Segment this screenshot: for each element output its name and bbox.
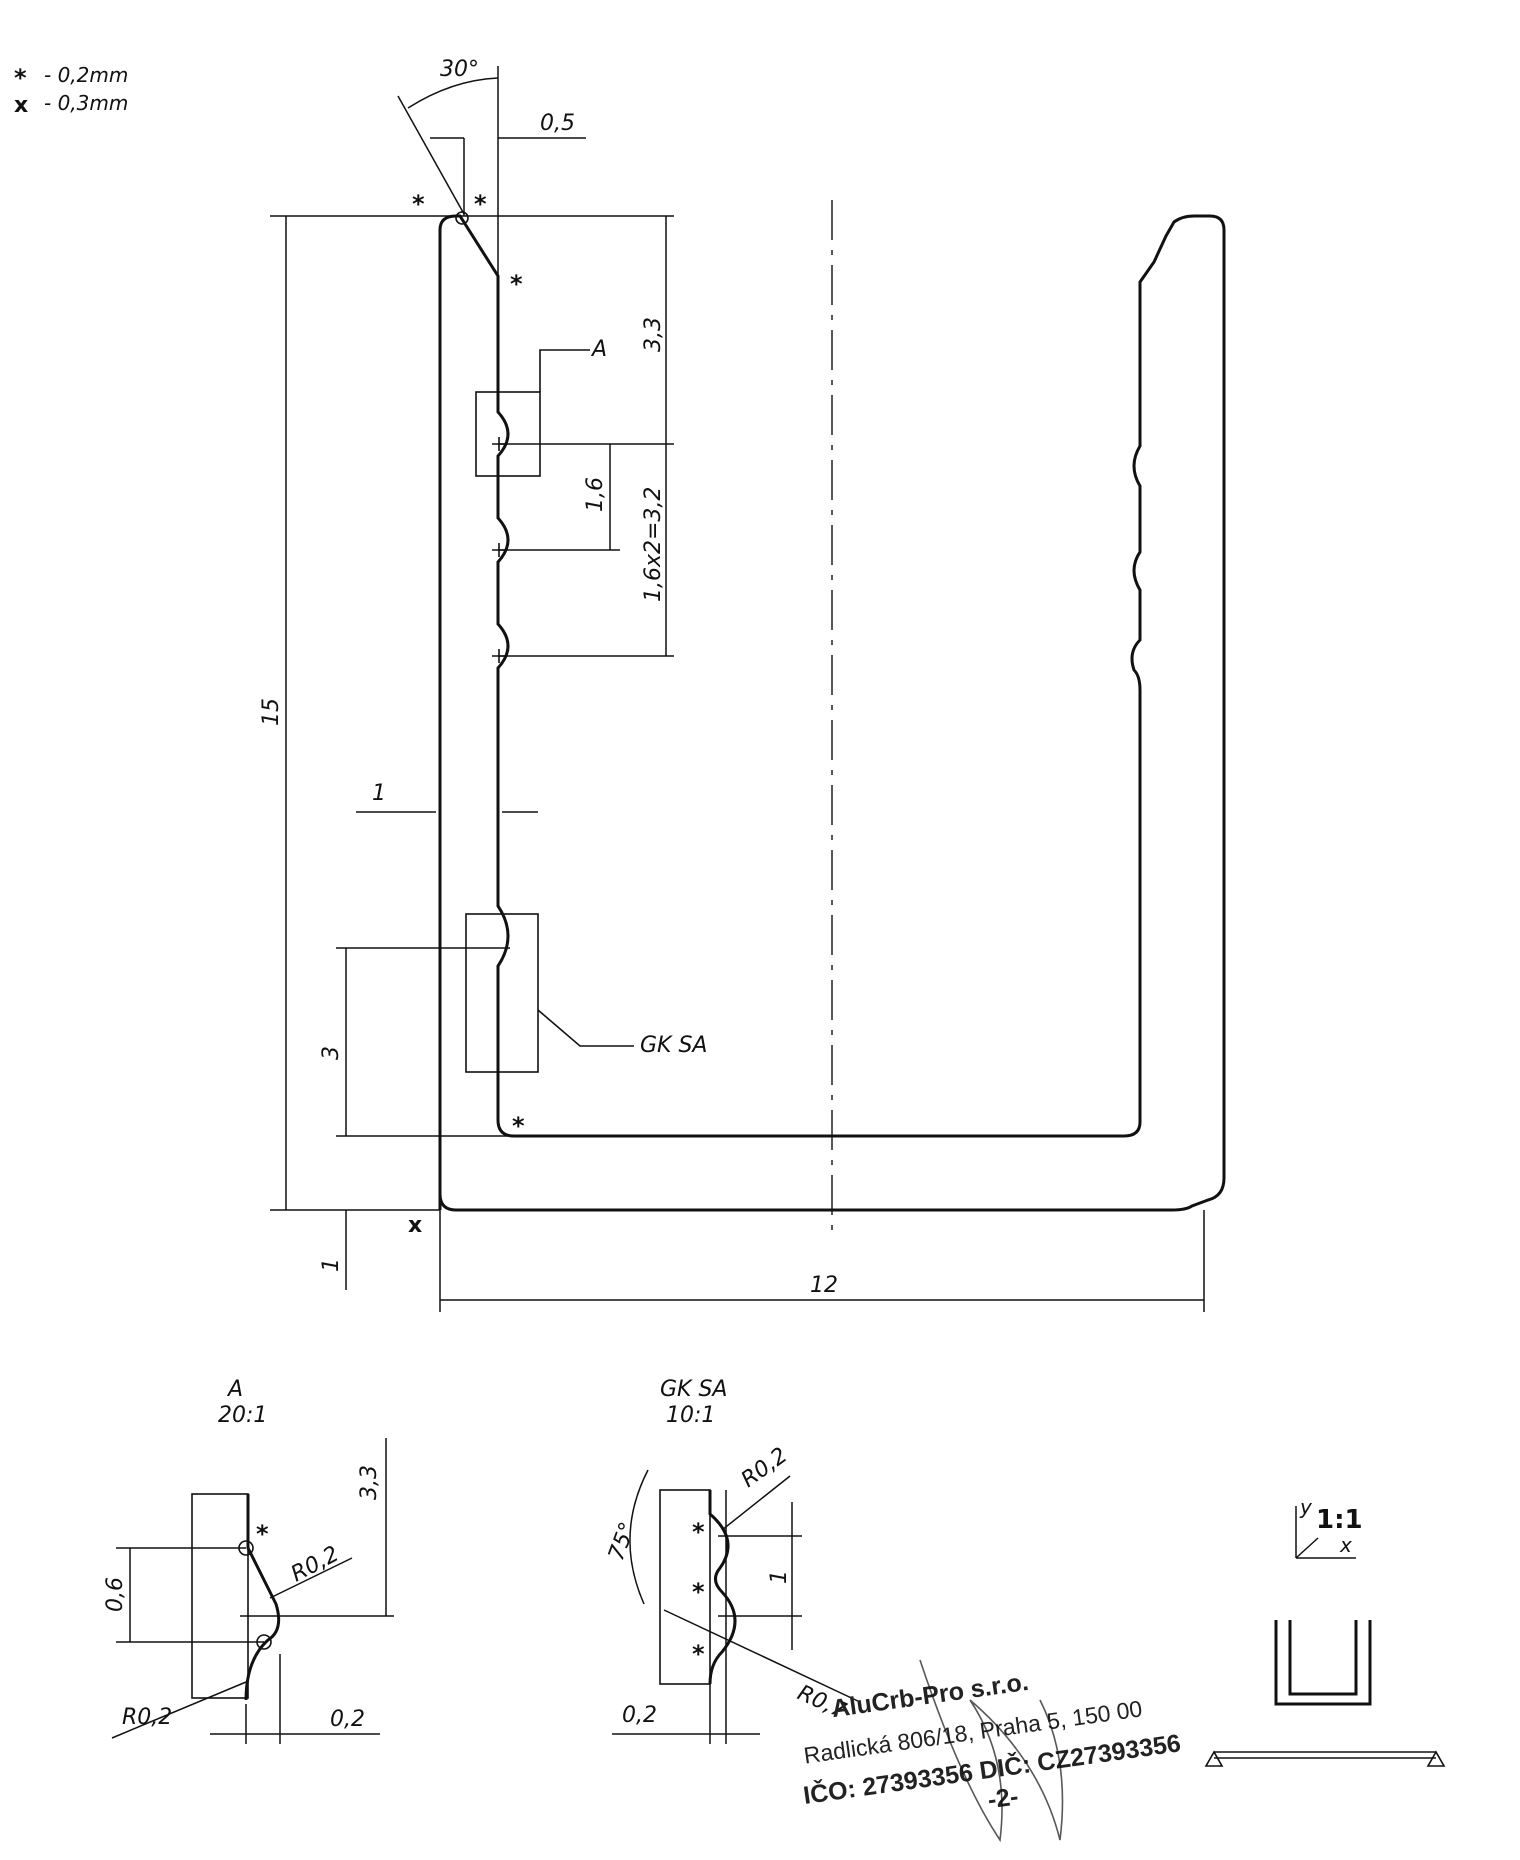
star-mark: *: [692, 1640, 705, 1668]
legend-star-symbol: *: [14, 64, 27, 92]
dim-base-label: 1: [319, 1258, 344, 1272]
star-mark: *: [474, 190, 487, 218]
detail-a-radius-top: R0,2: [287, 1542, 343, 1588]
dim-wall-label: 1: [372, 781, 386, 806]
legend-x-symbol: x: [14, 93, 28, 118]
star-mark: *: [512, 1112, 525, 1140]
tolerance-legend: * - 0,2mm x - 0,3mm: [14, 63, 128, 118]
dim-33-label: 3,3: [641, 317, 666, 352]
detail-a-box: [475, 391, 541, 477]
detail-a-callout: A: [590, 337, 607, 362]
detail-gk-dim-1: 1: [767, 1570, 792, 1584]
detail-gk-radius-top: R0,2: [737, 1443, 792, 1493]
detail-a-leader: [539, 349, 590, 392]
main-profile: [438, 214, 1226, 1212]
mini-profile-inner: [1288, 1620, 1358, 1696]
star-mark: *: [412, 190, 425, 218]
signature: [919, 1659, 1064, 1843]
company-stamp: AluCrb-Pro s.r.o. Radlická 806/18, Praha…: [801, 1668, 1182, 1815]
mini-base-bar: [1214, 1751, 1436, 1759]
detail-a-title: A: [226, 1377, 243, 1402]
axis-z-line: [1295, 1537, 1319, 1559]
detail-a-view: A 20:1 0,6 3,3 R0,2 R0,2 0,2 *: [103, 1377, 394, 1744]
detail-gk-frame: [659, 1489, 711, 1685]
detail-a-scale: 20:1: [218, 1403, 267, 1428]
profile-outer-contour: [438, 214, 1226, 1212]
detail-a-frame: [191, 1493, 249, 1699]
detail-gk-angle-arc: [629, 1469, 649, 1605]
legend-star-text: - 0,2mm: [44, 63, 128, 87]
star-mark: *: [256, 1520, 269, 1548]
angle-dimension-30: 30°: [397, 57, 499, 280]
dim-12-label: 12: [810, 1273, 838, 1298]
detail-gk-box: [465, 913, 539, 1073]
detail-gk-dim-02: 0,2: [622, 1703, 657, 1728]
detail-a-dim-06: 0,6: [103, 1577, 128, 1612]
detail-a-contour: [244, 1494, 281, 1701]
stamp-number: -2-: [986, 1782, 1020, 1814]
scale-label: 1:1: [1316, 1505, 1363, 1535]
detail-a-dim-33: 3,3: [357, 1465, 382, 1500]
mini-profile-outer: [1274, 1620, 1372, 1706]
detail-a-dim-02: 0,2: [330, 1707, 365, 1732]
detail-gk-leader: [537, 1009, 634, 1047]
detail-gk-scale: 10:1: [666, 1403, 715, 1428]
dim-3-label: 3: [319, 1046, 344, 1060]
dim-16-label: 1,6: [583, 477, 608, 512]
star-mark: *: [692, 1578, 705, 1606]
star-mark: *: [692, 1518, 705, 1546]
detail-gk-contour: [708, 1490, 737, 1685]
angle-30-label: 30°: [440, 57, 479, 82]
detail-gk-angle: 75°: [604, 1519, 641, 1564]
x-mark: x: [408, 1213, 422, 1238]
detail-gk-callout: GK SA: [640, 1033, 707, 1058]
detail-a-radius-bottom: R0,2: [122, 1705, 172, 1730]
mini-base-feet: [1204, 1750, 1446, 1767]
axis-y-label: y: [1299, 1495, 1313, 1519]
star-mark: *: [510, 270, 523, 298]
legend-x-text: - 0,3mm: [44, 91, 128, 115]
scale-reference: y x 1:1: [1204, 1495, 1446, 1767]
detail-gk-title: GK SA: [660, 1377, 727, 1402]
corner-circle: [455, 211, 469, 225]
dim-15-label: 15: [259, 698, 284, 726]
gap-dimension: 0,5: [430, 111, 586, 216]
axis-x-label: x: [1339, 1533, 1352, 1557]
gap-05-label: 0,5: [540, 111, 575, 136]
dim-32-label: 1,6x2=3,2: [641, 487, 666, 602]
detail-gk-view: GK SA 10:1 75° 1 R0,2 R0,7 0,2 * * *: [604, 1377, 861, 1744]
